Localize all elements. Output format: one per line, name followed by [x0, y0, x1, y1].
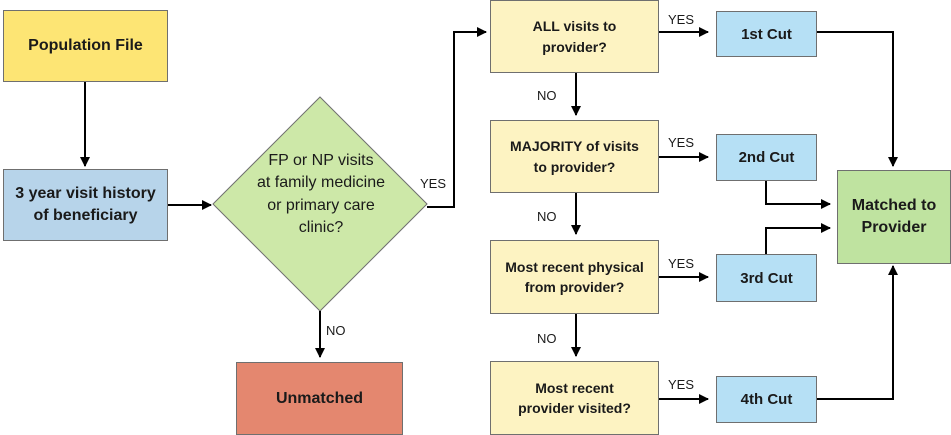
arrow-cut1-to-matched [817, 31, 898, 167]
arrow-cut4-to-matched [817, 265, 898, 400]
cut-3-box: 3rd Cut [716, 254, 817, 302]
no-label-q1: NO [537, 88, 557, 103]
majority-question-box: MAJORITY of visits to provider? [490, 120, 659, 193]
recent-provider-line-1: Most recent [535, 379, 614, 396]
visit-history-line-1: 3 year visit history [15, 185, 156, 203]
no-label-q3: NO [537, 331, 557, 346]
recent-physical-line-2: from provider? [524, 279, 625, 295]
population-file-label: Population File [28, 37, 143, 54]
recent-physical-question-box: Most recent physical from provider? [490, 240, 659, 314]
visit-history-box: 3 year visit history of beneficiary [3, 169, 168, 241]
cut-2-box: 2nd Cut [716, 134, 817, 181]
cut-4-label: 4th Cut [740, 391, 793, 408]
cut-4-box: 4th Cut [716, 376, 817, 423]
cut-1-label: 1st Cut [741, 25, 792, 43]
matched-line-1: Matched to [851, 196, 937, 214]
recent-provider-question-box: Most recent provider visited? [490, 361, 659, 435]
matched-line-2: Provider [861, 219, 927, 236]
yes-label-q4: YES [668, 377, 695, 392]
no-label-decision: NO [326, 323, 346, 338]
all-visits-line-1: ALL visits to [532, 18, 617, 35]
yes-label-decision: YES [420, 176, 447, 191]
yes-label-q3: YES [668, 256, 695, 271]
fp-np-line-2: at family medicine [256, 174, 386, 192]
matched-to-provider-box: Matched to Provider [837, 170, 951, 264]
fp-np-line-1: FP or NP visits [268, 152, 374, 169]
fp-np-question-text: FP or NP visits at family medicine or pr… [242, 150, 400, 240]
majority-line-1: MAJORITY of visits [510, 138, 639, 155]
cut-2-label: 2nd Cut [738, 149, 795, 166]
cut-3-label: 3rd Cut [740, 269, 793, 287]
all-visits-question-box: ALL visits to provider? [490, 0, 659, 73]
cut-1-box: 1st Cut [716, 11, 817, 57]
yes-label-q1: YES [668, 12, 695, 27]
population-file-box: Population File [3, 10, 168, 82]
arrow-decision-yes [427, 27, 487, 208]
arrow-cut3-to-matched [765, 223, 831, 254]
fp-np-line-4: clinic? [298, 219, 344, 237]
unmatched-label: Unmatched [275, 389, 364, 407]
recent-provider-line-2: provider visited? [518, 400, 631, 416]
visit-history-line-2: of beneficiary [33, 207, 138, 224]
recent-physical-line-1: Most recent physical [505, 258, 644, 275]
no-label-q2: NO [537, 209, 557, 224]
arrow-cut2-to-matched [765, 181, 831, 209]
all-visits-line-2: provider? [542, 38, 607, 55]
fp-np-line-3: or primary care [267, 196, 375, 214]
yes-label-q2: YES [668, 135, 695, 150]
majority-line-2: to provider? [533, 158, 616, 175]
unmatched-box: Unmatched [236, 362, 403, 435]
